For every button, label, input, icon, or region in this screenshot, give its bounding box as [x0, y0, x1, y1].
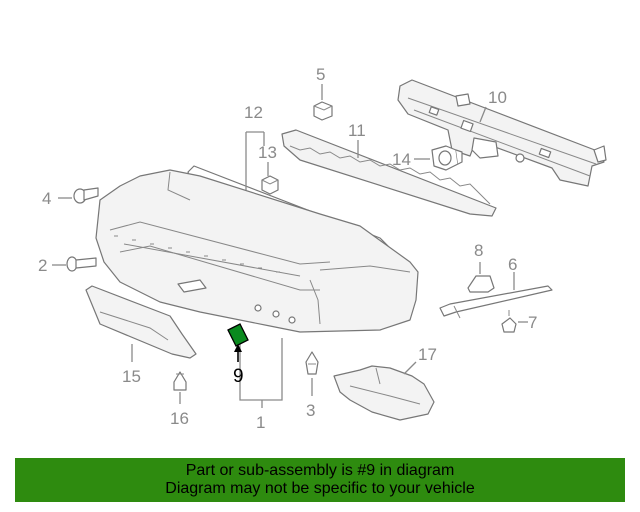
- callout-4[interactable]: 4: [42, 189, 51, 208]
- info-banner: Part or sub-assembly is #9 in diagram Di…: [15, 458, 625, 502]
- part-13-retainer[interactable]: [261, 175, 279, 195]
- callout-9-arrowhead: [234, 344, 242, 352]
- callout-14[interactable]: 14: [392, 150, 411, 169]
- part-4-bolt[interactable]: [73, 187, 99, 204]
- part-8-bracket[interactable]: [467, 275, 495, 293]
- callout-1[interactable]: 1: [256, 413, 265, 432]
- callout-6[interactable]: 6: [508, 255, 517, 274]
- part-5-clip[interactable]: [313, 101, 333, 121]
- part-1-bumper-fascia[interactable]: [95, 169, 419, 333]
- callout-17[interactable]: 17: [418, 345, 437, 364]
- callout-16[interactable]: 16: [170, 409, 189, 428]
- callout-12[interactable]: 12: [244, 103, 263, 122]
- part-9-highlighted-bracket[interactable]: [227, 323, 249, 347]
- callout-13[interactable]: 13: [258, 143, 277, 162]
- part-6-side-rail[interactable]: [439, 285, 553, 319]
- part-11-step-pad[interactable]: [281, 129, 497, 217]
- part-16-push-pin[interactable]: [173, 371, 187, 391]
- banner-line-2: Diagram may not be specific to your vehi…: [165, 480, 475, 497]
- callout-15[interactable]: 15: [122, 367, 141, 386]
- callout-7[interactable]: 7: [528, 313, 537, 332]
- callout-8[interactable]: 8: [474, 241, 483, 260]
- part-2-bolt[interactable]: [66, 256, 97, 272]
- callout-3[interactable]: 3: [306, 401, 315, 420]
- part-15-lower-valance[interactable]: [85, 285, 197, 359]
- callout-5[interactable]: 5: [316, 65, 325, 84]
- callout-10[interactable]: 10: [488, 88, 507, 107]
- part-10-impact-bar[interactable]: [397, 79, 607, 187]
- banner-line-1: Part or sub-assembly is #9 in diagram: [185, 462, 455, 479]
- part-3-push-pin[interactable]: [305, 351, 319, 375]
- part-7-push-clip[interactable]: [501, 310, 517, 333]
- callout-9[interactable]: 9: [233, 366, 244, 387]
- callout-11[interactable]: 11: [348, 121, 366, 140]
- part-14-sensor[interactable]: [431, 145, 463, 171]
- callout-2[interactable]: 2: [38, 256, 47, 275]
- part-17-lamp-housing[interactable]: [333, 365, 435, 421]
